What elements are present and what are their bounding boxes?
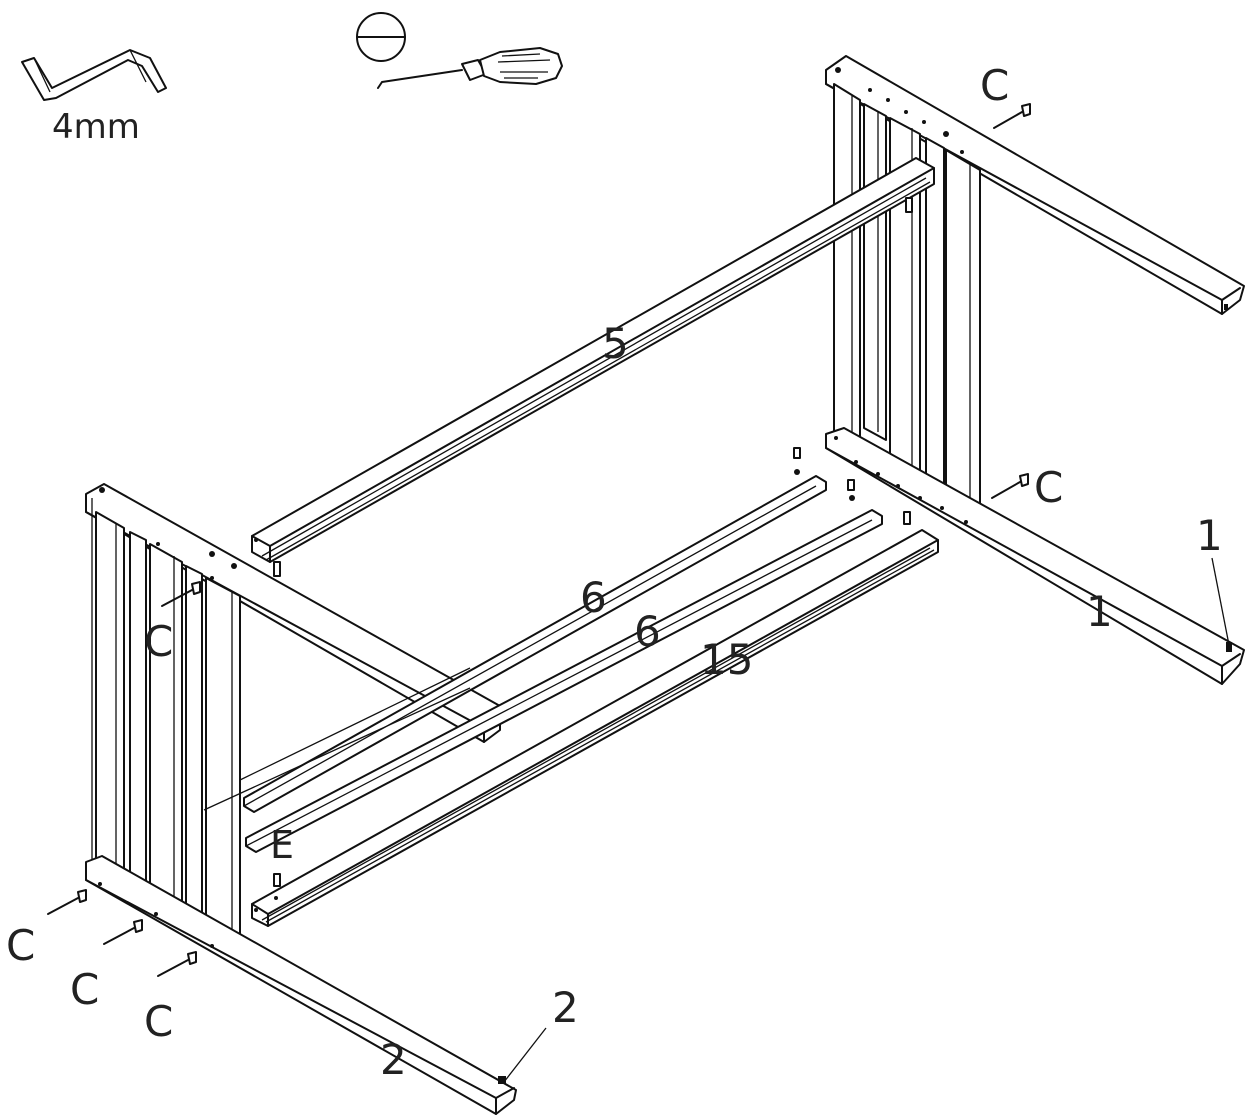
left-bottom-rail: [85, 855, 517, 1115]
flat-screwdriver-icon: [377, 47, 563, 89]
beam-part-5: [251, 157, 935, 577]
bolt-c-low-1-label: C: [6, 921, 35, 970]
bolt-c-low-1-icon: [47, 889, 87, 915]
part-5-label: 5: [602, 319, 629, 368]
bolt-c-left-label: C: [144, 617, 173, 666]
bolt-c-right-icon: [991, 473, 1029, 499]
hidden-edges: [91, 498, 471, 860]
bolt-c-low-2-label: C: [70, 965, 99, 1014]
bolt-c-low-3-label: C: [144, 997, 173, 1046]
part-1-leader-label: 1: [1196, 511, 1223, 560]
bolt-c-low-2-icon: [103, 919, 143, 945]
left-uprights: [95, 511, 241, 939]
right-bottom-rail: [825, 427, 1245, 685]
part-15-label: 15: [700, 635, 753, 684]
hex-key-icon: [21, 49, 167, 101]
part-6-rear-label: 6: [580, 573, 607, 622]
bolt-c-left-icon: [161, 581, 201, 607]
beam-part-15: [251, 511, 939, 927]
slotted-head-icon: [356, 12, 406, 62]
allen-key-size-label: 4mm: [52, 107, 140, 147]
beam-part-6-rear: [243, 447, 827, 813]
bolt-c-top-label: C: [980, 61, 1009, 110]
bolt-c-right-label: C: [1034, 463, 1063, 512]
bolt-c-top-icon: [993, 103, 1031, 129]
leader-lines: [498, 557, 1232, 1084]
hardware-e-label: E: [270, 823, 294, 867]
part-6-front-label: 6: [634, 607, 661, 656]
part-2-leader-label: 2: [552, 983, 579, 1032]
part-2-bar-label: 2: [380, 1035, 407, 1084]
part-1-bar-label: 1: [1086, 587, 1113, 636]
beam-part-6-front: [245, 479, 883, 853]
bolt-c-low-3-icon: [157, 951, 197, 977]
